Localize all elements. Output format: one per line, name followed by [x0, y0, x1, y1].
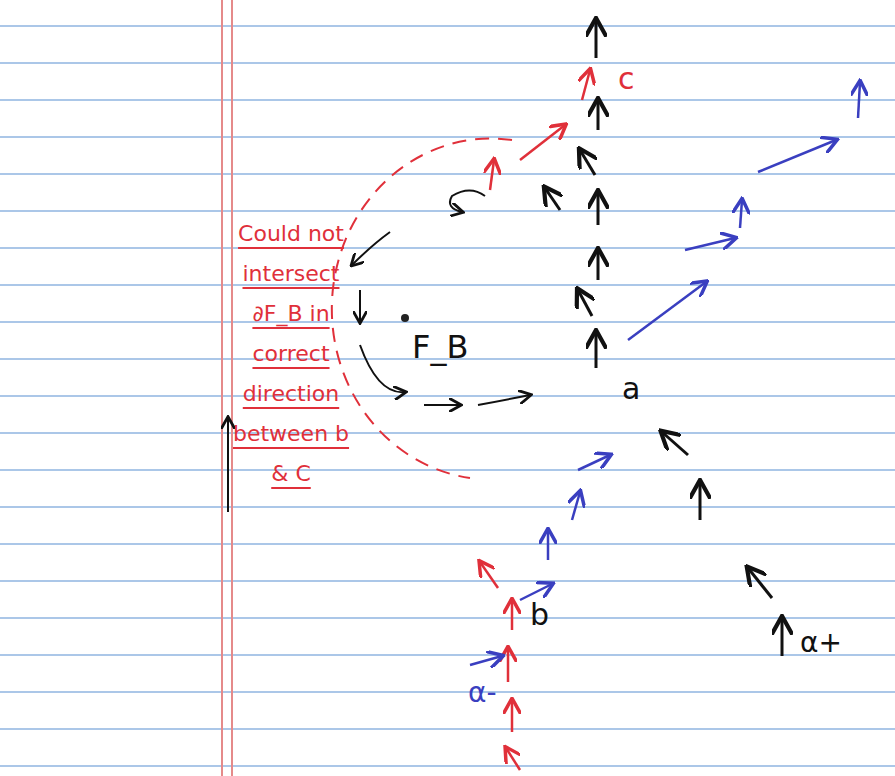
red-arrows — [480, 70, 590, 770]
blue-arrows — [470, 82, 860, 665]
dashed-circle — [332, 139, 512, 478]
point-dot — [401, 314, 409, 322]
point-label: a — [622, 372, 640, 405]
ruled-lines — [0, 26, 895, 766]
loop-arrows — [228, 191, 530, 513]
curve-label: α- — [468, 678, 497, 709]
margin-note: Could not intersect ∂F_B in correct dire… — [232, 214, 350, 494]
region-label: F_B — [412, 330, 468, 365]
black-arrows — [545, 20, 782, 656]
margin-lines — [222, 0, 232, 776]
point-label: b — [530, 598, 549, 631]
curve-label: α+ — [800, 628, 842, 659]
point-label: c — [618, 62, 635, 95]
